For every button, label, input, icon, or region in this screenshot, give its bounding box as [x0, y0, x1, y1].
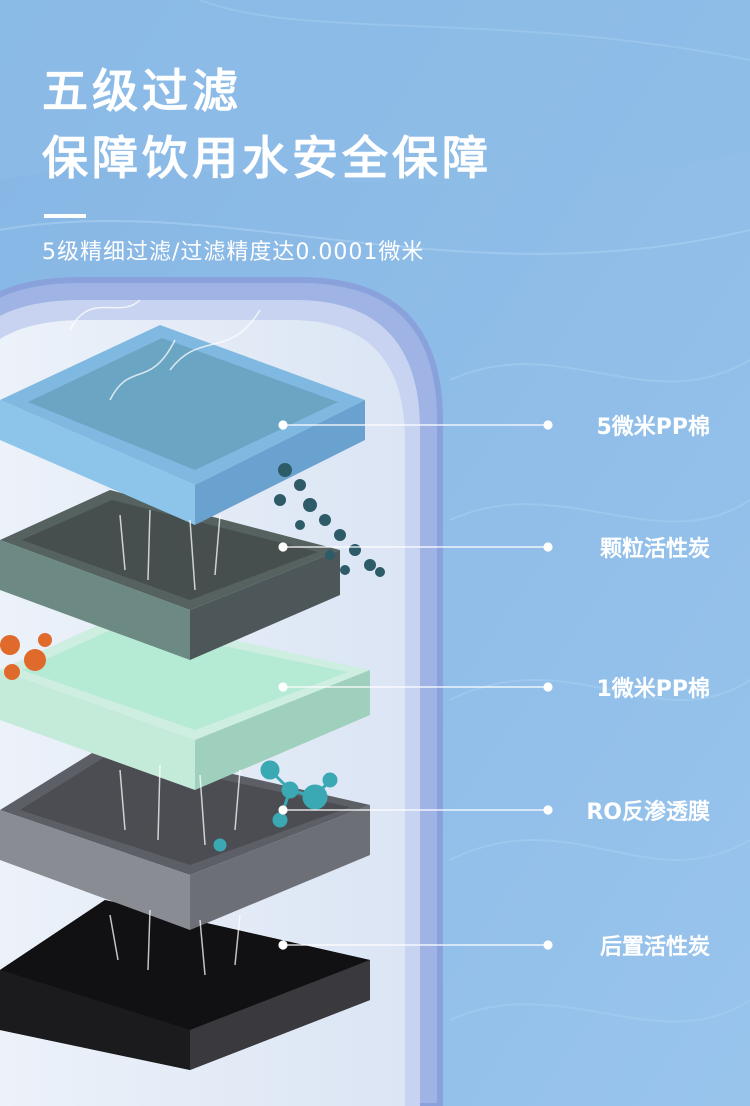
layer-label-granular-carbon: 颗粒活性炭	[599, 537, 710, 562]
molecule-particles	[213, 760, 338, 852]
layer-granular-carbon	[0, 490, 340, 660]
layer-rear-carbon	[0, 900, 370, 1070]
layer-label-ro-membrane: RO反渗透膜	[586, 800, 710, 825]
filter-stack-illustration	[0, 277, 450, 1106]
layer-1-micron-pp	[0, 615, 370, 790]
headline-line1: 五级过滤	[42, 64, 242, 118]
layer-ro-membrane	[0, 745, 370, 930]
indicator-lines-left	[278, 420, 450, 950]
indicator-lines-right	[450, 420, 553, 950]
water-splash	[69, 299, 261, 976]
layer-label-5-micron-pp: 5微米PP棉	[596, 415, 710, 440]
bacteria-particles	[0, 633, 52, 680]
layer-label-1-micron-pp: 1微米PP棉	[596, 677, 710, 702]
title-divider	[44, 214, 86, 218]
headline-line2: 保障饮用水安全保障	[42, 131, 492, 185]
layer-5-micron-pp	[0, 325, 365, 525]
layer-label-rear-carbon: 后置活性炭	[599, 935, 710, 960]
subtitle: 5级精细过滤/过滤精度达0.0001微米	[42, 240, 425, 265]
